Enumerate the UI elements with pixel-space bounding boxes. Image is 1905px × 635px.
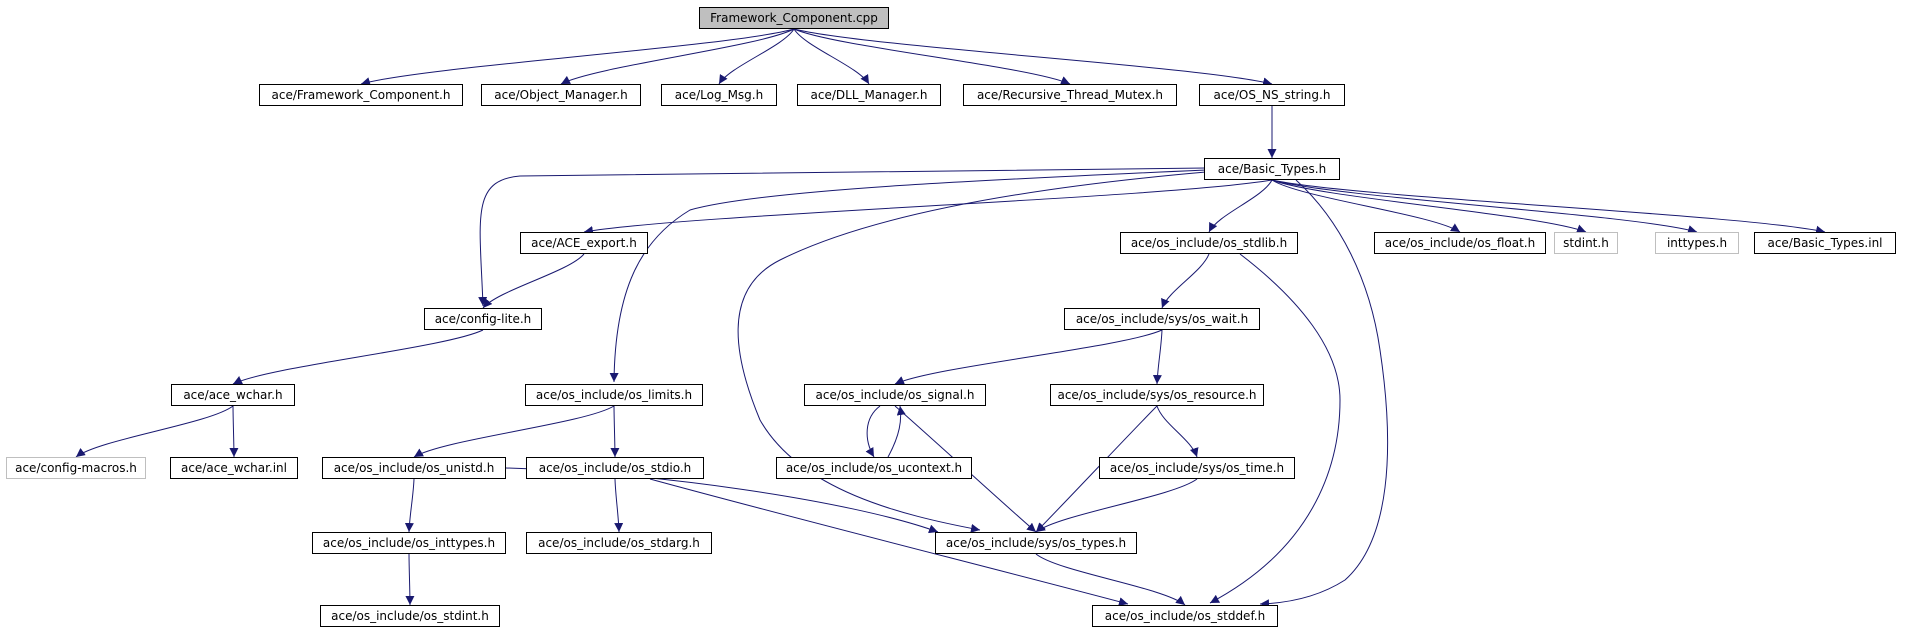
node-os-ucontext-h[interactable]: ace/os_include/os_ucontext.h: [776, 457, 972, 479]
edge-os_resource_h-to-os_time_h: [1156, 405, 1199, 458]
edge-framework_component_cpp-to-os_ns_string_h: [793, 28, 1273, 87]
edge-basic_types_h-to-ace_export_h: [583, 179, 1273, 235]
node-os-wait-h[interactable]: ace/os_include/sys/os_wait.h: [1064, 308, 1260, 330]
edge-basic_types_h-to-os_float_h: [1271, 179, 1461, 233]
edge-ace_wchar_h-to-config_macros_h: [75, 405, 234, 458]
node-os-stdint-h[interactable]: ace/os_include/os_stdint.h: [320, 605, 500, 627]
edge-basic_types_h-to-os_stdlib_h: [1208, 179, 1273, 233]
edge-os_wait_h-to-os_resource_h: [1152, 329, 1163, 385]
node-os-stdio-h[interactable]: ace/os_include/os_stdio.h: [526, 457, 704, 479]
edge-os_limits_h-to-os_unistd_h: [413, 405, 615, 458]
edge-basic_types_h-to-os_stddef_h: [1259, 179, 1389, 609]
node-ace-export-h[interactable]: ace/ACE_export.h: [520, 232, 648, 254]
edge-os_stdio_h-to-os_stdarg_h: [614, 478, 624, 533]
edge-framework_component_cpp-to-dll_manager_h: [793, 28, 870, 85]
node-inttypes-h[interactable]: inttypes.h: [1655, 232, 1739, 254]
node-os-float-h[interactable]: ace/os_include/os_float.h: [1374, 232, 1546, 254]
node-framework-component-h[interactable]: ace/Framework_Component.h: [259, 84, 463, 106]
node-os-time-h[interactable]: ace/os_include/sys/os_time.h: [1099, 457, 1295, 479]
edge-framework_component_cpp-to-recursive_thread_mutex_h: [793, 28, 1071, 85]
edge-basic_types_h-to-config_lite_h: [478, 167, 1207, 307]
edge-os_types_h-to-os_stddef_h: [1035, 553, 1186, 606]
node-os-ns-string-h[interactable]: ace/OS_NS_string.h: [1199, 84, 1345, 106]
edge-os_limits_h-to-os_stdio_h: [610, 405, 620, 458]
edge-basic_types_h-to-os_limits_h: [609, 169, 1207, 383]
node-os-unistd-h[interactable]: ace/os_include/os_unistd.h: [322, 457, 506, 479]
edge-os_wait_h-to-os_signal_h: [894, 329, 1163, 385]
node-os-stdlib-h[interactable]: ace/os_include/os_stdlib.h: [1120, 232, 1298, 254]
node-log-msg-h[interactable]: ace/Log_Msg.h: [661, 84, 777, 106]
edge-os_ucontext_h-to-os_signal_h: [887, 405, 906, 458]
edge-framework_component_cpp-to-log_msg_h: [718, 28, 795, 85]
node-os-inttypes-h[interactable]: ace/os_include/os_inttypes.h: [312, 532, 506, 554]
edge-framework_component_cpp-to-object_manager_h: [560, 28, 795, 85]
edge-config_lite_h-to-ace_wchar_h: [232, 329, 484, 385]
node-basic-types-inl[interactable]: ace/Basic_Types.inl: [1754, 232, 1896, 254]
edge-basic_types_h-to-os_types_h: [737, 171, 1207, 533]
node-os-stddef-h[interactable]: ace/os_include/os_stddef.h: [1092, 605, 1278, 627]
edge-os_unistd_h-to-os_inttypes_h: [404, 478, 415, 533]
edge-os_resource_h-to-os_types_h: [1035, 405, 1158, 533]
edge-os_time_h-to-os_types_h: [1035, 478, 1198, 533]
edge-basic_types_h-to-basic_types_inl: [1271, 179, 1826, 235]
edge-os_signal_h-to-os_ucontext_h: [865, 405, 881, 458]
node-basic-types-h[interactable]: ace/Basic_Types.h: [1204, 158, 1340, 180]
node-os-limits-h[interactable]: ace/os_include/os_limits.h: [525, 384, 703, 406]
edge-basic_types_h-to-stdint_h: [1271, 179, 1587, 234]
node-config-lite-h[interactable]: ace/config-lite.h: [424, 308, 542, 330]
node-framework-component-cpp[interactable]: Framework_Component.cpp: [699, 7, 889, 29]
node-os-stdarg-h[interactable]: ace/os_include/os_stdarg.h: [526, 532, 712, 554]
node-ace-wchar-inl[interactable]: ace/ace_wchar.inl: [170, 457, 298, 479]
node-config-macros-h[interactable]: ace/config-macros.h: [6, 457, 146, 479]
edge-os_stdio_h-to-os_stddef_h: [649, 478, 1129, 607]
node-dll-manager-h[interactable]: ace/DLL_Manager.h: [797, 84, 941, 106]
node-ace-wchar-h[interactable]: ace/ace_wchar.h: [171, 384, 295, 406]
node-recursive-thread-mutex-h[interactable]: ace/Recursive_Thread_Mutex.h: [963, 84, 1177, 106]
edge-basic_types_h-to-inttypes_h: [1271, 179, 1698, 234]
edge-framework_component_cpp-to-framework_component_h: [360, 28, 795, 86]
edge-ace_wchar_h-to-ace_wchar_inl: [229, 405, 239, 458]
node-object-manager-h[interactable]: ace/Object_Manager.h: [481, 84, 641, 106]
node-os-signal-h[interactable]: ace/os_include/os_signal.h: [804, 384, 986, 406]
edge-os_stdlib_h-to-os_stddef_h: [1209, 253, 1341, 604]
node-os-types-h[interactable]: ace/os_include/sys/os_types.h: [935, 532, 1137, 554]
edge-os_inttypes_h-to-os_stdint_h: [405, 553, 415, 606]
node-os-resource-h[interactable]: ace/os_include/sys/os_resource.h: [1050, 384, 1264, 406]
node-stdint-h[interactable]: stdint.h: [1554, 232, 1618, 254]
edge-os_stdlib_h-to-os_wait_h: [1161, 253, 1210, 309]
edge-ace_export_h-to-config_lite_h: [482, 253, 585, 309]
